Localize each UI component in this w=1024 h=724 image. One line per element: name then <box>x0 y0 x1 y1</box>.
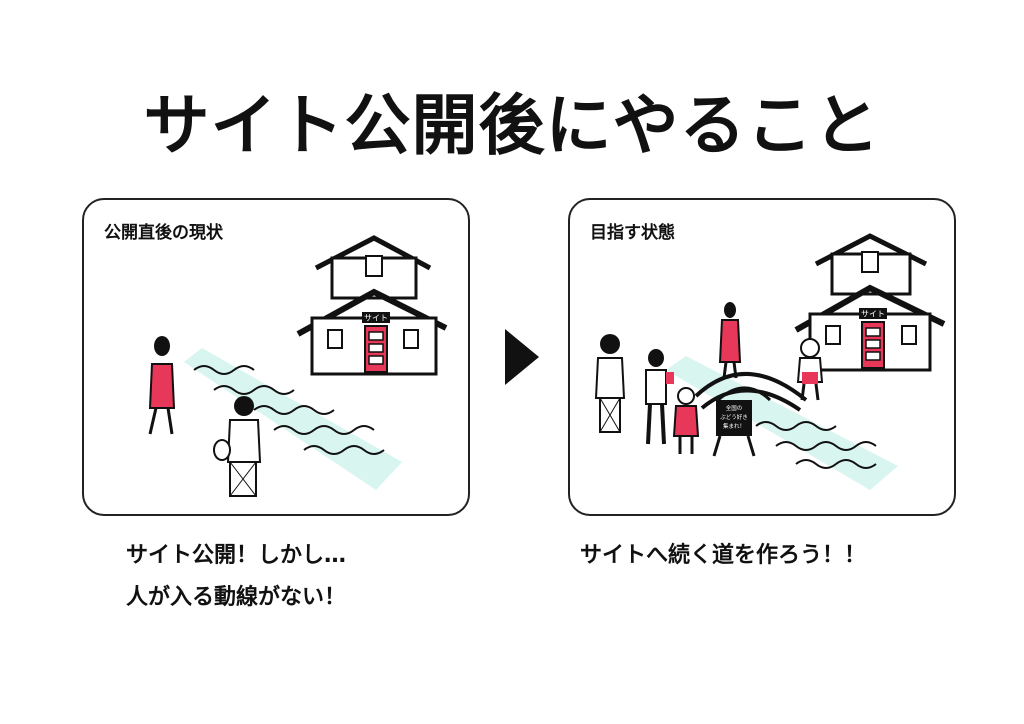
board-line: 集まれ！ <box>723 422 745 430</box>
panel-label: 目指す状態 <box>590 223 675 243</box>
person-icon <box>645 349 674 445</box>
caption-line: 人が入る動線がない！ <box>126 585 347 610</box>
person-icon <box>213 396 262 497</box>
panel-current-state: サイト 公開直後の現状 <box>82 198 470 516</box>
river-waves <box>755 421 877 469</box>
house-sign-text: サイト <box>861 310 885 319</box>
river-waves <box>193 365 385 455</box>
house-sign-text: サイト <box>364 314 388 323</box>
signboard-icon <box>712 400 756 457</box>
board-line: 全国の <box>726 404 743 412</box>
bridge-icon <box>694 372 808 412</box>
house-icon <box>296 235 448 376</box>
person-icon <box>718 302 742 379</box>
person-icon <box>594 334 626 433</box>
panel-label: 公開直後の現状 <box>104 223 223 243</box>
person-icon <box>148 336 176 435</box>
caption-line: サイト公開！しかし… <box>126 543 347 568</box>
panel-goal-state: サイト 全国の ぶどう好き 集まれ！ <box>568 198 956 516</box>
person-icon <box>796 338 824 401</box>
page-title: サイト公開後にやること <box>143 87 881 164</box>
current-state-illustration: サイト <box>148 235 448 497</box>
arrow-right-icon <box>505 329 539 385</box>
person-icon <box>672 387 700 454</box>
road-shape <box>184 348 402 490</box>
board-line: ぶどう好き <box>720 413 748 421</box>
goal-state-illustration: サイト 全国の ぶどう好き 集まれ！ <box>594 233 946 490</box>
caption-goal-state: サイトへ続く道を作ろう！！ <box>580 535 866 577</box>
caption-current-state: サイト公開！しかし… 人が入る動線がない！ <box>126 535 346 619</box>
road-shape <box>666 356 898 490</box>
caption-line: サイトへ続く道を作ろう！！ <box>580 543 867 568</box>
